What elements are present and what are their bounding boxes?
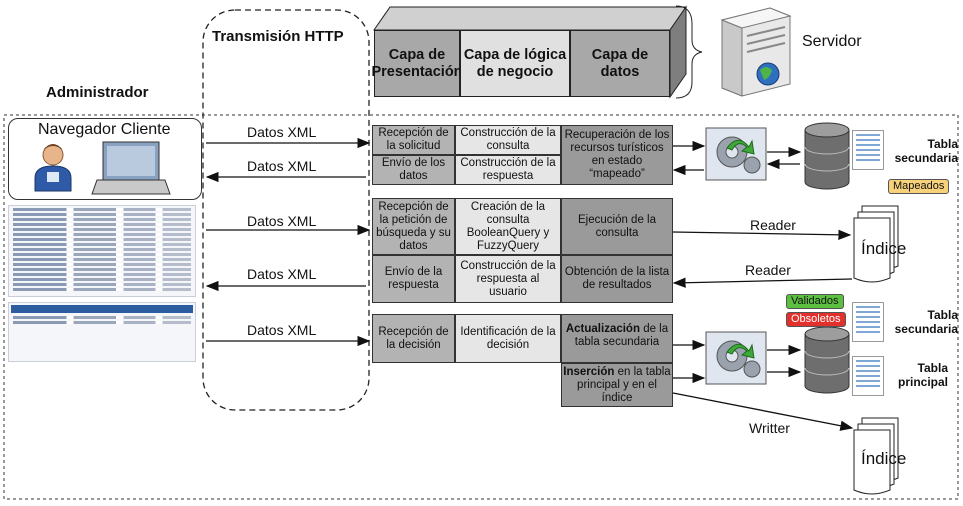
tier-business: Capa de lógica de negocio [460,30,570,97]
table-sheet-icon-2 [852,302,884,342]
server-icon [720,7,792,97]
grid1-cell-query-build: Construcción de la consulta [455,125,561,155]
admin-screenshot-1 [8,205,196,297]
server-label: Servidor [802,33,862,50]
index-document-icon-2 [853,417,899,495]
gear-icon-2 [705,331,767,385]
grid3-cell-reception: Recepción de la decisión [372,314,455,363]
xml-label-3: Datos XML [247,213,317,229]
grid1-cell-send: Envío de los datos [372,155,455,185]
tabla-secundaria-label-2: Tabla secundaria [894,308,958,336]
grid2-cell-results: Obtención de la lista de resultados [561,255,673,303]
tier-data: Capa de datos [570,30,670,97]
admin-boundary [3,114,959,500]
insert-rest: en la tabla principal y en el índice [577,366,671,404]
update-rest: de la tabla secundaria [574,323,669,348]
grid3-cell-update: Actualización de la tabla secundaria [561,314,673,363]
table-sheet-icon-3 [852,356,884,396]
user-icon [34,144,72,192]
writer-label: Writter [749,420,790,436]
grid2-cell-reception: Recepción de la petición de búsqueda y s… [372,198,455,255]
reader-label-1: Reader [750,217,796,233]
tiers-side [669,5,687,99]
database-icon-2 [804,326,850,394]
xml-label-4: Datos XML [247,266,317,282]
gear-icon-1 [705,127,767,181]
database-icon-1 [804,122,850,190]
grid2-cell-execute: Ejecución de la consulta [561,198,673,255]
tier-presentation: Capa de Presentación [371,30,463,97]
tiers-top [373,6,687,31]
xml-label-1: Datos XML [247,124,317,140]
xml-label-5: Datos XML [247,322,317,338]
http-transmission-label: Transmisión HTTP [212,28,344,45]
grid1-cell-response-build: Construcción de la respuesta [455,155,561,185]
indice-label-2: Índice [861,449,907,468]
grid3-cell-identify: Identificación de la decisión [455,314,561,363]
grid1-cell-reception: Recepción de la solicitud [372,125,455,155]
admin-label: Administrador [46,84,149,101]
grid1-cell-retrieval: Recuperación de los recursos turísticos … [561,125,673,185]
update-bold: Actualización [565,323,640,335]
tabla-principal-label: Tabla principal [897,361,948,389]
grid2-cell-send: Envío de la respuesta [372,255,455,303]
validados-badge: Validados [786,294,844,309]
obsoletos-badge: Obsoletos [786,312,846,327]
index-document-icon-1 [853,205,899,283]
client-browser-box [8,118,202,200]
grid3-cell-insert: Inserción en la tabla principal y en el … [561,363,673,407]
tabla-secundaria-label-1: Tabla secundaria [894,137,958,165]
grid2-cell-query-create: Creación de la consulta BooleanQuery y F… [455,198,561,255]
mapeados-badge: Mapeados [888,179,950,194]
xml-label-2: Datos XML [247,158,317,174]
client-browser-label: Navegador Cliente [38,121,171,138]
http-boundary [202,9,370,411]
table-sheet-icon-1 [852,130,884,170]
grid2-cell-response-build: Construcción de la respuesta al usuario [455,255,561,303]
reader-label-2: Reader [745,262,791,278]
laptop-icon [91,141,171,195]
admin-screenshot-2 [8,302,196,362]
insert-bold: Inserción [563,366,615,378]
indice-label-1: Índice [861,239,907,258]
